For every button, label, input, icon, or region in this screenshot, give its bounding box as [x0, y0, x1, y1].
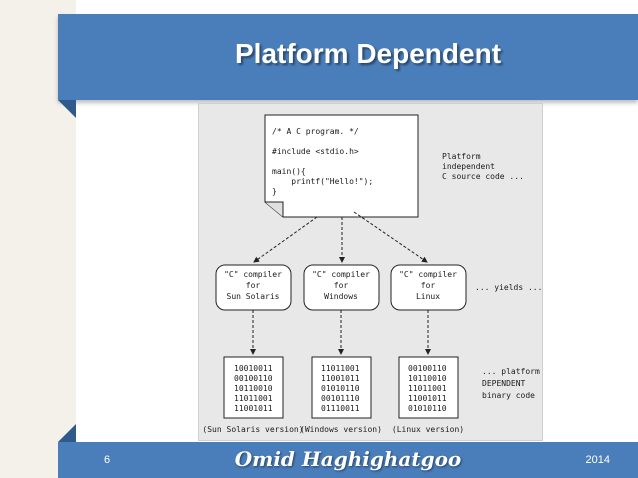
code-line: main(){ — [272, 167, 306, 176]
banner-fold — [58, 100, 76, 118]
arrow-to-linux-compiler — [353, 211, 428, 263]
footer-fold — [58, 424, 76, 442]
binary-line: 11001011 — [321, 374, 360, 383]
title-banner: Platform Dependent — [58, 14, 638, 118]
yields-note: ... yields ... — [475, 283, 542, 292]
diagram-svg: /* A C program. */ #include <stdio.h> ma… — [202, 114, 542, 434]
compiler-label: Sun Solaris — [227, 292, 280, 301]
source-note-line: C source code ... — [442, 172, 524, 181]
binary-line: 11011001 — [321, 364, 360, 373]
binary-line: 10110010 — [234, 384, 273, 393]
binary-line: 00101110 — [321, 394, 360, 403]
code-line: /* A C program. */ — [272, 127, 359, 136]
binary-line: 01110011 — [321, 404, 360, 413]
code-line: printf("Hello!"); — [272, 177, 373, 186]
binary-box-windows — [311, 356, 372, 419]
binary-line: 00100110 — [234, 374, 273, 383]
slide-title: Platform Dependent — [234, 38, 502, 69]
document-folded-corner — [265, 201, 284, 217]
binary-line: 10010011 — [234, 364, 273, 373]
binary-line: 00100110 — [408, 364, 447, 373]
compiler-label: "C" compiler — [312, 270, 370, 279]
source-note-line: independent — [442, 162, 495, 171]
compilation-diagram: /* A C program. */ #include <stdio.h> ma… — [198, 103, 543, 441]
binary-line: 01010110 — [321, 384, 360, 393]
binary-line: 11011001 — [234, 394, 273, 403]
binary-note-line: binary code — [482, 391, 535, 400]
compiler-label: Windows — [324, 292, 358, 301]
binary-note-line: DEPENDENT — [482, 379, 526, 388]
binary-line: 11011001 — [408, 384, 447, 393]
compiler-label: Linux — [416, 292, 440, 301]
binary-box-solaris — [223, 356, 284, 419]
compiler-label: "C" compiler — [399, 270, 457, 279]
source-code-document — [264, 114, 419, 218]
author-name: Omid Haghighatgoo — [234, 447, 462, 471]
binary-line: 01010110 — [408, 404, 447, 413]
footer-banner: 6 Omid Haghighatgoo 2014 — [58, 424, 638, 478]
compiler-label: for — [334, 281, 349, 290]
binary-caption: (Sun Solaris version) — [202, 425, 303, 434]
binary-note-line: ... platform — [482, 367, 540, 376]
binary-line: 10110010 — [408, 374, 447, 383]
binary-caption: (Linux version) — [392, 425, 464, 434]
arrow-to-solaris-compiler — [253, 216, 318, 263]
compiler-label: for — [421, 281, 436, 290]
slide-year: 2014 — [585, 454, 610, 466]
binary-line: 11001011 — [408, 394, 447, 403]
binary-box-linux — [398, 356, 459, 419]
binary-line: 11001011 — [234, 404, 273, 413]
compiler-label: for — [246, 281, 261, 290]
code-line: } — [272, 187, 277, 196]
code-line: #include <stdio.h> — [272, 147, 359, 156]
binary-caption: (Windows version) — [300, 425, 382, 434]
slide-number: 6 — [104, 454, 111, 466]
compiler-label: "C" compiler — [224, 270, 282, 279]
source-note-line: Platform — [442, 152, 481, 161]
